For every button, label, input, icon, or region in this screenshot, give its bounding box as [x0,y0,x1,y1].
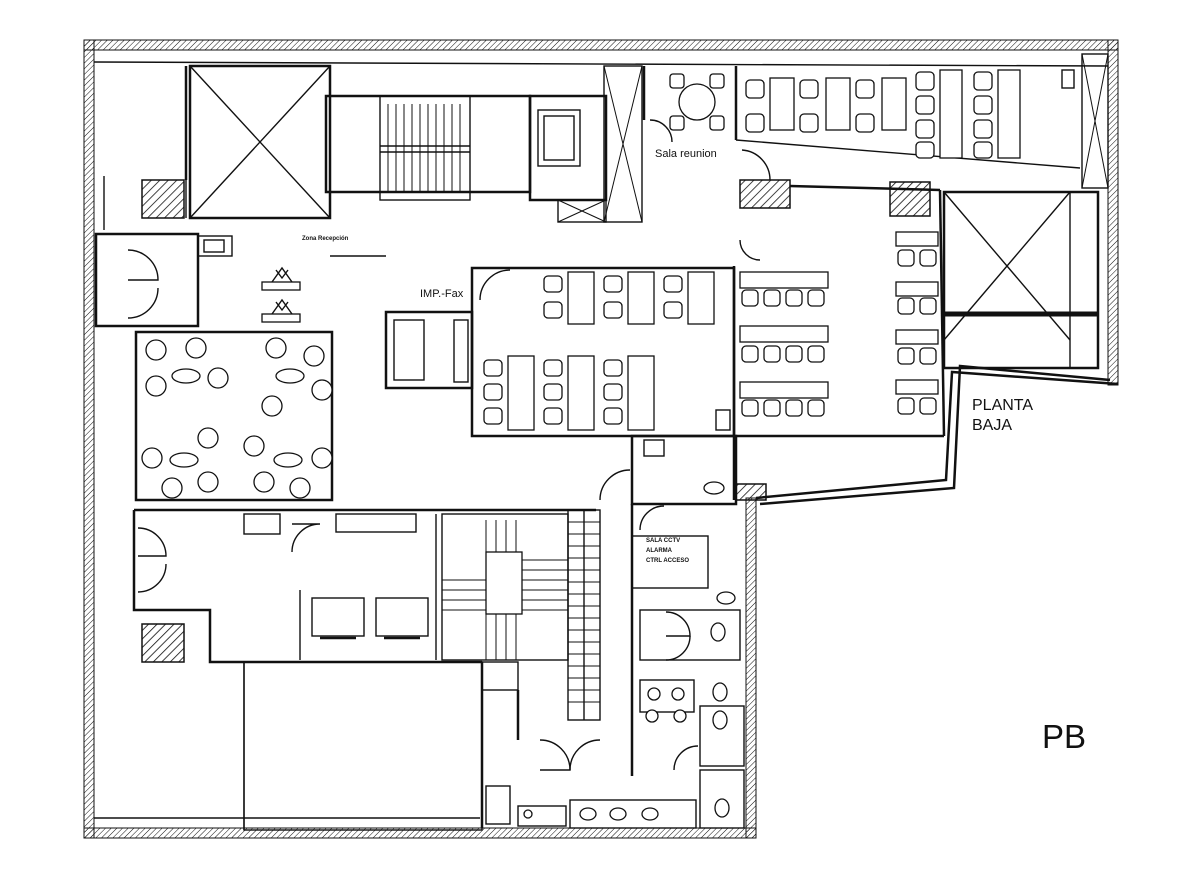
right-shaft [942,190,1100,370]
label-sala-reunion: Sala reunion [655,148,717,160]
label-pb: PB [1042,718,1086,755]
label-imp-fax: IMP.-Fax [420,288,464,300]
label-baja: BAJA [972,417,1012,434]
reception-chairs [261,266,301,323]
stair-treads-top [380,104,470,192]
office-area: IMP.-Fax [420,184,946,500]
columns [141,179,931,663]
label-planta: PLANTA [972,397,1033,414]
outer-walls [83,39,1119,839]
label-cctv-2: ALARMA [646,548,673,554]
dining-area [134,330,334,502]
services: SALA CCTV ALARMA CTRL ACCESO [599,434,745,829]
stairs-center [442,520,568,660]
stairs-long [568,510,600,720]
lower-rooms [132,508,697,831]
upper-core [185,64,643,223]
plan-labels: PLANTA BAJA PB [972,397,1086,755]
label-reception-note: Zona Recepción [302,236,349,242]
reception: Zona Recepción [94,66,474,390]
workstations-top-right [734,53,1109,189]
label-cctv-3: CTRL ACCESO [646,558,689,564]
label-cctv-1: SALA CCTV [646,538,680,544]
meeting-room: Sala reunion [642,66,771,261]
